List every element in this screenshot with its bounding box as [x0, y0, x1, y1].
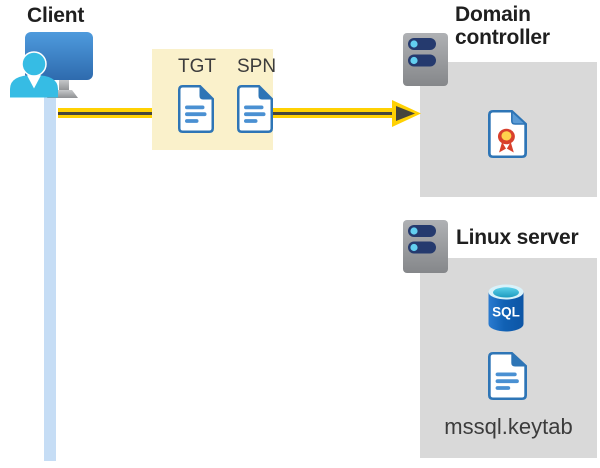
token-box: TGT SPN	[152, 49, 277, 150]
sql-label: SQL	[492, 305, 520, 320]
keytab-label: mssql.keytab	[444, 414, 573, 439]
domain-controller-title: Domain controller	[455, 3, 550, 49]
spn-document-icon	[237, 85, 273, 133]
keytab-document-icon	[488, 352, 527, 400]
arrow-head-fill	[396, 106, 415, 121]
user-collar	[27, 75, 41, 89]
linux-server-title: Linux server	[456, 226, 579, 249]
user-at-monitor-icon	[10, 32, 93, 98]
arrow-right-icon	[392, 100, 421, 127]
monitor-stand-neck	[59, 80, 69, 91]
vertical-connector-line	[44, 94, 56, 461]
server-tower-icon	[403, 220, 448, 273]
tgt-document-icon	[178, 85, 214, 133]
tgt-label: TGT	[178, 56, 216, 77]
spn-label: SPN	[237, 56, 277, 77]
server-tower-icon	[403, 33, 448, 86]
user-head	[21, 51, 47, 77]
client-label: Client	[27, 4, 85, 27]
sql-database-icon: SQL	[488, 284, 524, 332]
certificate-icon	[488, 110, 527, 158]
